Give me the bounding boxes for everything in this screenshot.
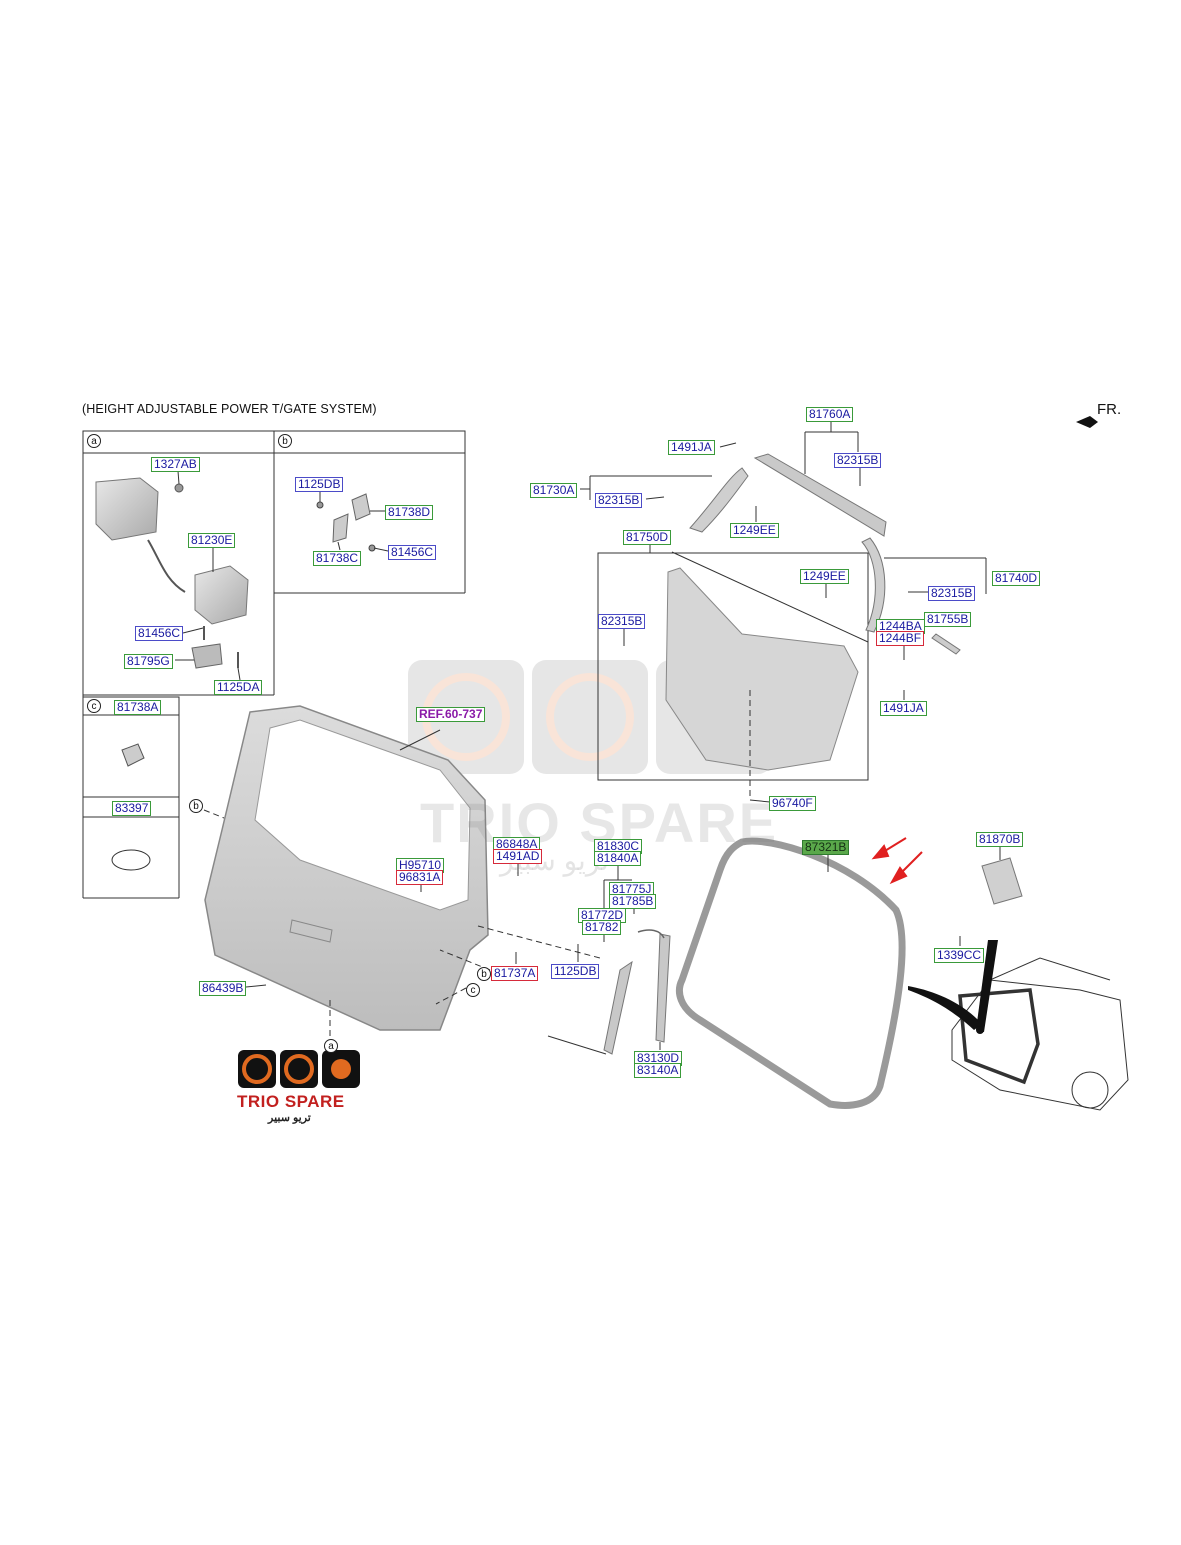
part-label-1339CC[interactable]: 1339CC (934, 948, 985, 963)
logo-brand: TRIO SPARE (237, 1092, 345, 1111)
inset-marker-b: b (278, 434, 292, 448)
inset-marker-a: a (87, 434, 101, 448)
vehicle-drawing (951, 957, 1129, 1111)
part-label-1125DA[interactable]: 1125DA (214, 680, 263, 695)
callout-marker-b2: b (477, 967, 491, 981)
right-trim-drawing (861, 537, 886, 633)
logo-graphic (238, 1050, 360, 1088)
part-label-86439B[interactable]: 86439B (199, 981, 247, 996)
red-indicator-arrows (871, 837, 923, 885)
plug-drawing (111, 849, 151, 871)
part-label-96740F[interactable]: 96740F (769, 796, 816, 811)
part-label-82315B-top[interactable]: 82315B (834, 453, 882, 468)
part-label-83140A[interactable]: 83140A (634, 1063, 682, 1078)
part-label-87321B[interactable]: 87321B (802, 840, 850, 855)
weatherstrip-drawing (675, 837, 906, 1109)
part-label-1491AD[interactable]: 1491AD (493, 849, 543, 864)
part-label-81870B[interactable]: 81870B (976, 832, 1024, 847)
part-label-1125DB-c[interactable]: 1125DB (551, 964, 600, 979)
logo-brand-arabic: تريو سبير (268, 1112, 311, 1124)
strip-right-drawing (655, 933, 671, 1043)
part-label-1491JA[interactable]: 1491JA (668, 440, 715, 455)
callout-wedge-right (976, 940, 998, 1032)
part-label-81738A[interactable]: 81738A (114, 700, 162, 715)
part-label-81750D[interactable]: 81750D (623, 530, 672, 545)
clip-drawing (121, 743, 145, 767)
part-label-1249EE-mid[interactable]: 1249EE (800, 569, 849, 584)
direction-label: FR. (1097, 401, 1122, 418)
spoiler-drawing (753, 453, 887, 537)
part-label-81795G[interactable]: 81795G (124, 654, 173, 669)
part-label-1244BA[interactable]: 1244BA (876, 619, 925, 634)
part-label-81775J[interactable]: 81775J (609, 882, 655, 897)
forward-arrow-icon (1076, 416, 1098, 428)
part-label-1249EE-top[interactable]: 1249EE (730, 523, 779, 538)
part-label-1244BF[interactable]: 1244BF (876, 631, 925, 646)
part-label-86848A[interactable]: 86848A (493, 837, 541, 852)
diagram-caption: (HEIGHT ADJUSTABLE POWER T/GATE SYSTEM) (82, 402, 377, 416)
part-label-81456C-b[interactable]: 81456C (388, 545, 437, 560)
camera-module-drawing (981, 857, 1023, 905)
part-label-83397[interactable]: 83397 (112, 801, 152, 816)
rod-drawing (931, 633, 961, 655)
power-tailgate-module-drawing (95, 477, 249, 669)
part-label-81840A[interactable]: 81840A (594, 851, 642, 866)
part-label-82315B-left[interactable]: 82315B (598, 614, 646, 629)
part-label-82315B-mid[interactable]: 82315B (595, 493, 643, 508)
callout-marker-c: c (466, 983, 480, 997)
part-label-1491JA-right[interactable]: 1491JA (880, 701, 927, 716)
left-trim-drawing (689, 467, 749, 533)
trim-panel-drawing (597, 551, 869, 781)
part-label-81738C[interactable]: 81738C (313, 551, 362, 566)
callout-marker-b: b (189, 799, 203, 813)
part-label-81730A[interactable]: 81730A (530, 483, 578, 498)
part-label-81755B[interactable]: 81755B (924, 612, 972, 627)
callout-wedge-left (908, 986, 982, 1030)
strip-left-drawing (603, 960, 633, 1055)
part-label-1327AB[interactable]: 1327AB (151, 457, 200, 472)
inset-marker-c: c (87, 699, 101, 713)
part-label-82315B-right[interactable]: 82315B (928, 586, 976, 601)
part-label-81737A[interactable]: 81737A (491, 966, 539, 981)
bracket-drawing (316, 493, 376, 552)
part-label-81782[interactable]: 81782 (582, 920, 622, 935)
leader-lines (175, 422, 1001, 1055)
callout-marker-a: a (324, 1039, 338, 1053)
inset-frames (82, 430, 466, 899)
part-label-1125DB[interactable]: 1125DB (295, 477, 344, 492)
part-label-81230E[interactable]: 81230E (188, 533, 236, 548)
part-label-81456C[interactable]: 81456C (135, 626, 184, 641)
part-label-81740D[interactable]: 81740D (992, 571, 1041, 586)
part-label-96831A[interactable]: 96831A (396, 870, 444, 885)
part-label-81785B[interactable]: 81785B (609, 894, 657, 909)
part-label-81738D[interactable]: 81738D (385, 505, 434, 520)
part-label-ref-60-737[interactable]: REF.60-737 (416, 707, 486, 722)
part-label-H95710[interactable]: H95710 (396, 858, 445, 873)
part-label-81760A[interactable]: 81760A (806, 407, 854, 422)
